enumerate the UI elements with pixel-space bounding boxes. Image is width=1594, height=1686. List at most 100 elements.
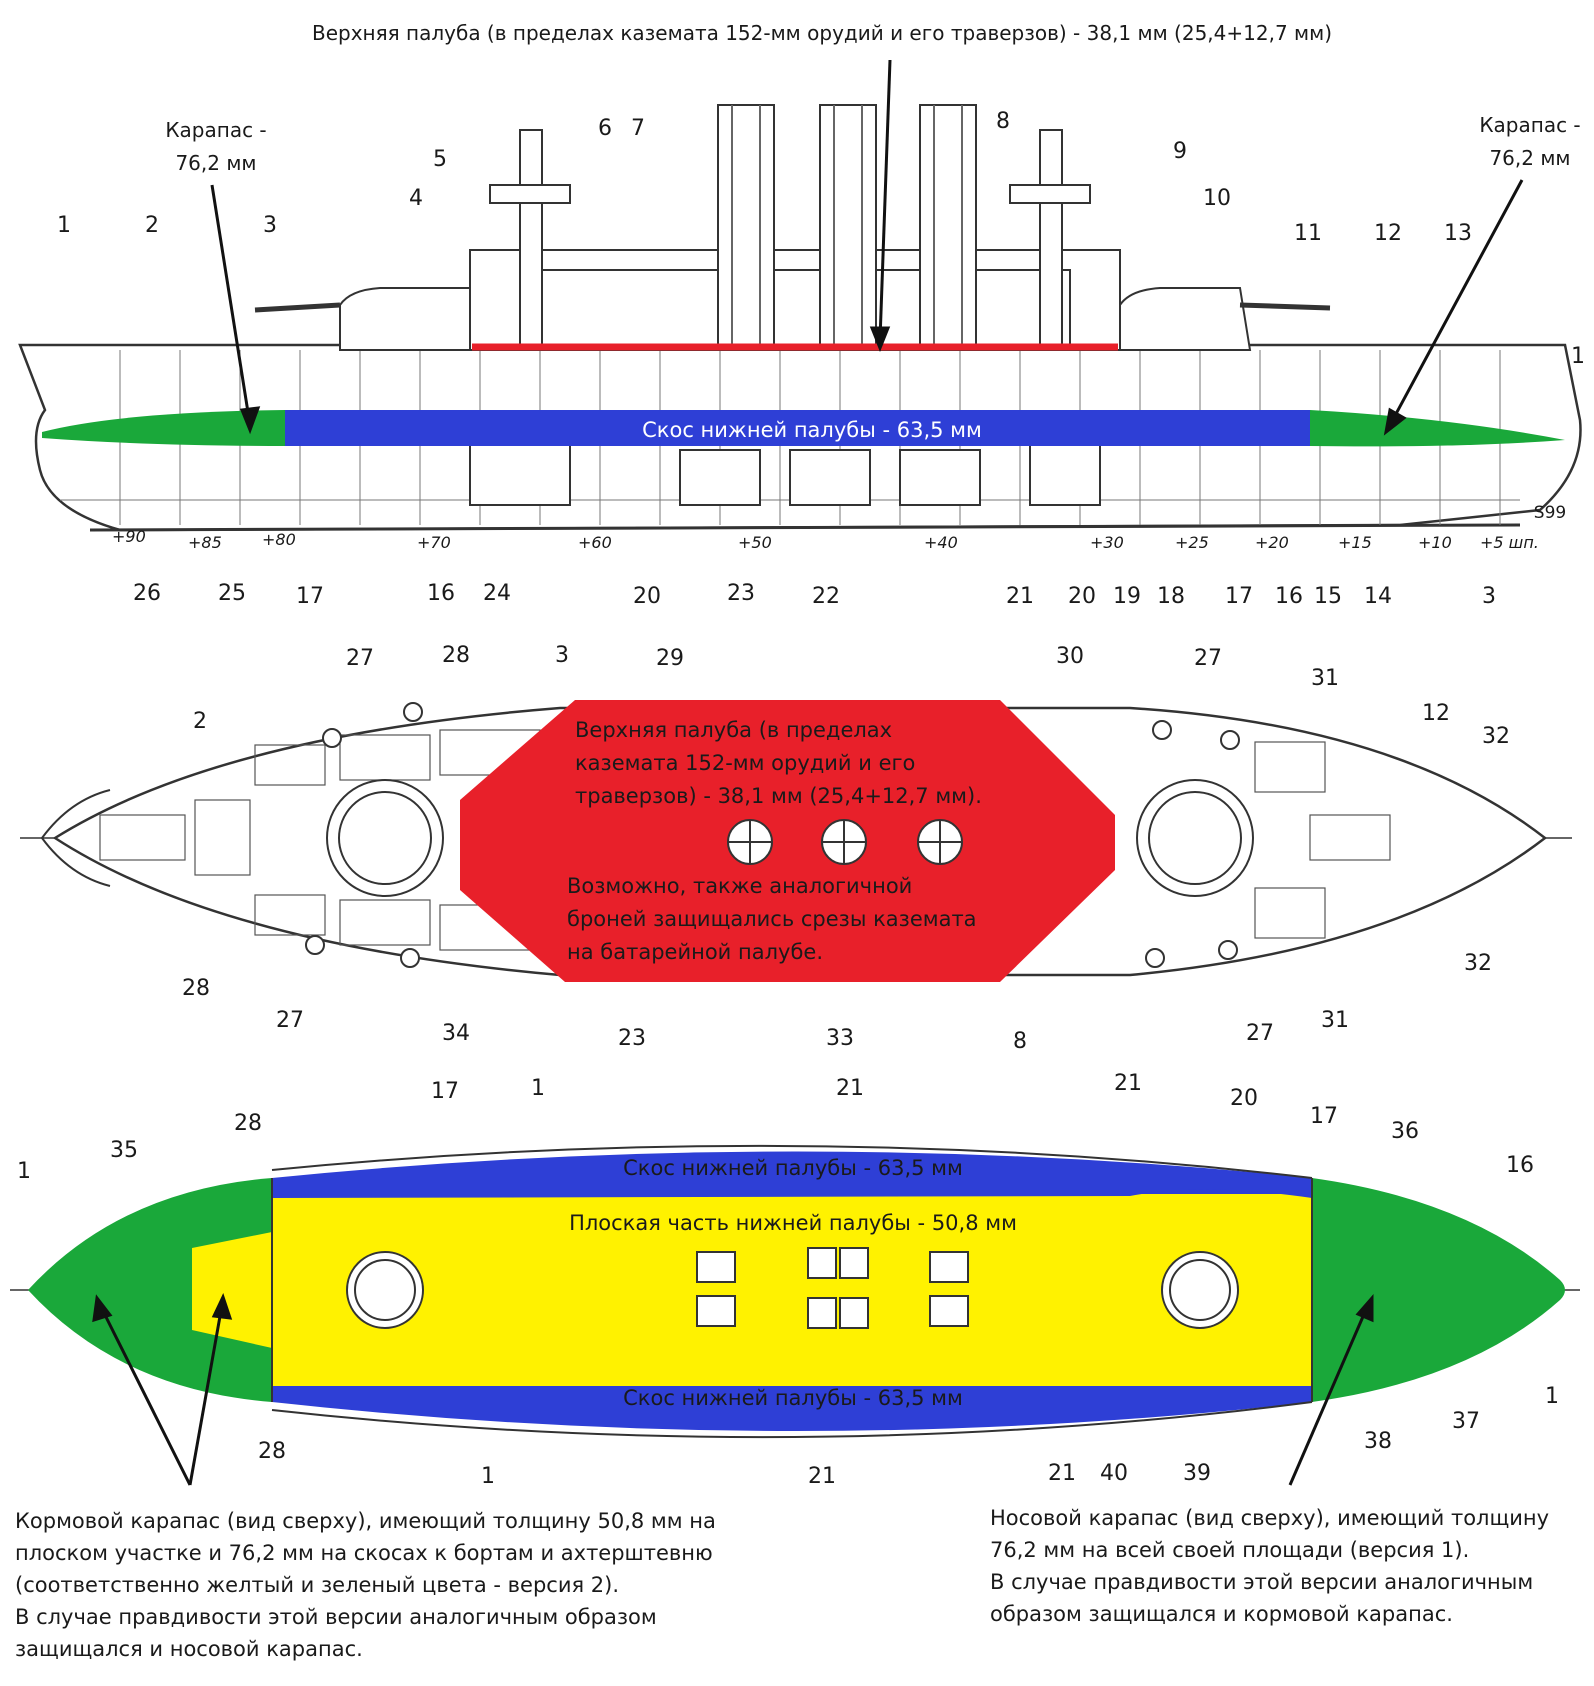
slope-band-bottom xyxy=(272,1384,1312,1431)
callout-number: 17 xyxy=(1310,1104,1338,1129)
callout-number: 1 xyxy=(531,1076,545,1101)
callout-number: 39 xyxy=(1183,1461,1211,1486)
callout-number: 3 xyxy=(1482,584,1496,609)
callout-number: 11 xyxy=(1294,221,1322,246)
callout-number: 16 xyxy=(427,581,455,606)
callout-number: 8 xyxy=(1013,1029,1027,1054)
callout-number: 28 xyxy=(258,1439,286,1464)
lower-numbers-bottom: 28 1 21 21 40 39 38 37 1 xyxy=(258,1384,1559,1489)
funnel-openings xyxy=(727,819,963,865)
callout-number: 32 xyxy=(1464,951,1492,976)
side-arrows xyxy=(210,59,1524,436)
callout-number: 13 xyxy=(1444,221,1472,246)
aft-turret xyxy=(339,287,471,351)
lower-deck-hatches xyxy=(346,1247,1239,1329)
callout-number: 1 xyxy=(57,213,71,238)
callout-number: 20 xyxy=(633,584,661,609)
callout-number: 6 xyxy=(598,116,612,141)
callout-number: 36 xyxy=(1391,1119,1419,1144)
fore-barbette xyxy=(1136,779,1254,897)
note-line: образом защищался и кормовой карапас. xyxy=(990,1602,1453,1626)
slope-label-bottom: Скос нижней палубы - 63,5 мм xyxy=(623,1386,963,1410)
callout-number: 14 xyxy=(1364,584,1392,609)
callout-number: 33 xyxy=(826,1026,854,1051)
callout-number: 30 xyxy=(1056,644,1084,669)
lower-arrows xyxy=(92,1292,1374,1486)
lower-numbers-top: 1 35 28 17 1 21 21 20 17 36 16 xyxy=(17,1071,1534,1184)
callout-number: 3 xyxy=(263,213,277,238)
callout-number: 28 xyxy=(234,1111,262,1136)
callout-number: 24 xyxy=(483,581,511,606)
side-bottom-numbers: 26 25 17 16 24 20 23 22 21 20 19 18 17 1… xyxy=(133,581,1496,609)
frame-mark: +40 xyxy=(924,533,958,552)
callout-number: 16 xyxy=(1506,1153,1534,1178)
frame-mark: +20 xyxy=(1255,533,1289,552)
casemate-text-line: траверзов) - 38,1 мм (25,4+12,7 мм). xyxy=(575,784,982,808)
frame-mark: +15 xyxy=(1338,533,1372,552)
callout-number: 34 xyxy=(442,1021,470,1046)
funnel-2 xyxy=(819,104,877,351)
slope-label-top: Скос нижней палубы - 63,5 мм xyxy=(623,1156,963,1180)
upper-deck-note: Верхняя палуба (в пределах каземата 152-… xyxy=(312,21,1332,45)
carapace-right-line2: 76,2 мм xyxy=(1489,146,1570,170)
callout-number: 1 xyxy=(1545,1384,1559,1409)
slope-label-side: Скос нижней палубы - 63,5 мм xyxy=(642,418,982,442)
callout-number: 29 xyxy=(656,646,684,671)
frame-mark: +50 xyxy=(738,533,772,552)
frame-mark: +70 xyxy=(417,533,451,552)
signature: S99 xyxy=(1534,503,1566,523)
callout-number: 20 xyxy=(1230,1086,1258,1111)
callout-number: 3 xyxy=(555,643,569,668)
deck-plan-numbers-bottom: 2 28 27 34 23 33 8 27 31 32 xyxy=(182,709,1492,1054)
casemate-note-line: Возможно, также аналогичной xyxy=(567,874,912,898)
note-line: плоском участке и 76,2 мм на скосах к бо… xyxy=(15,1541,713,1565)
callout-number: 27 xyxy=(346,646,374,671)
stern-carapace-note: Кормовой карапас (вид сверху), имеющий т… xyxy=(15,1505,775,1665)
casemate-armor-zone xyxy=(460,700,1115,982)
carapace-right-line1: Карапас - xyxy=(1479,113,1580,137)
callout-number: 8 xyxy=(996,109,1010,134)
side-top-numbers: 1 2 3 4 5 6 7 8 9 10 11 12 13 1 xyxy=(57,109,1585,369)
callout-number: 18 xyxy=(1157,584,1185,609)
callout-number: 17 xyxy=(296,584,324,609)
fore-carapace-plan xyxy=(1312,1178,1565,1402)
callout-number: 27 xyxy=(276,1008,304,1033)
callout-number: 12 xyxy=(1422,701,1450,726)
note-line: В случае правдивости этой версии аналоги… xyxy=(15,1605,657,1629)
callout-number: 21 xyxy=(1114,1071,1142,1096)
frame-mark: +5 шп. xyxy=(1480,533,1539,552)
callout-number: 4 xyxy=(409,186,423,211)
aft-barbette xyxy=(326,779,444,897)
callout-number: 32 xyxy=(1482,724,1510,749)
aft-mast xyxy=(519,129,543,351)
note-line: Кормовой карапас (вид сверху), имеющий т… xyxy=(15,1509,716,1533)
flat-deck-label: Плоская часть нижней палубы - 50,8 мм xyxy=(569,1211,1017,1235)
flat-deck-zone xyxy=(272,1194,1312,1386)
bow-carapace-note: Носовой карапас (вид сверху), имеющий то… xyxy=(990,1502,1590,1630)
slope-inner-top xyxy=(272,1178,1312,1198)
note-line: В случае правдивости этой версии аналоги… xyxy=(990,1570,1534,1594)
frame-mark: +80 xyxy=(262,530,296,549)
carapace-left-line1: Карапас - xyxy=(165,118,266,142)
callout-number: 21 xyxy=(1006,584,1034,609)
casemate-text-line: Верхняя палуба (в пределах xyxy=(575,718,892,742)
side-view xyxy=(18,104,1582,532)
callout-number: 5 xyxy=(433,147,447,172)
note-line: защищался и носовой карапас. xyxy=(15,1637,363,1661)
callout-number: 28 xyxy=(182,976,210,1001)
callout-number: 23 xyxy=(727,581,755,606)
aft-carapace-plan xyxy=(28,1178,272,1402)
funnel-1 xyxy=(717,104,775,351)
callout-number: 31 xyxy=(1321,1008,1349,1033)
callout-number: 17 xyxy=(1225,584,1253,609)
fore-turret xyxy=(1119,287,1252,351)
funnel-3 xyxy=(919,104,977,351)
callout-number: 21 xyxy=(836,1076,864,1101)
callout-number: 17 xyxy=(431,1079,459,1104)
callout-number: 2 xyxy=(193,709,207,734)
callout-number: 1 xyxy=(17,1159,31,1184)
deck-plan-numbers-top: 27 28 3 29 30 27 31 12 32 xyxy=(346,643,1510,749)
callout-number: 2 xyxy=(145,213,159,238)
callout-number: 21 xyxy=(808,1464,836,1489)
